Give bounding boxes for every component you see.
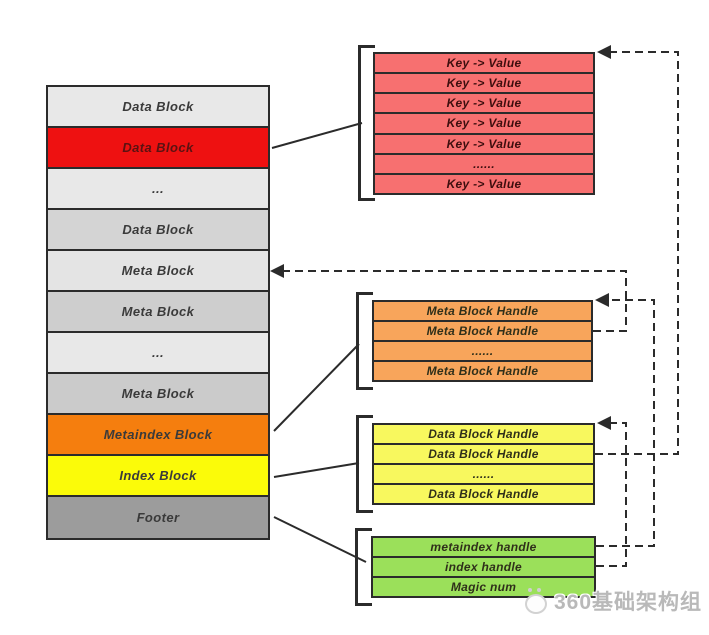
index-handle-row: index handle [373, 558, 594, 578]
watermark-logo-icon [522, 586, 550, 616]
bracket-footer-detail [355, 528, 372, 606]
meta-handle-row: Meta Block Handle [426, 364, 539, 378]
kv-row: Key -> Value [375, 54, 593, 75]
left-block-data-block-highlight: Data Block [48, 128, 268, 169]
arrowhead-to-datahandle-group-icon [597, 416, 611, 430]
dashed-datahandle-to-kv-group [595, 51, 679, 455]
meta-handle-row: Meta Block Handle [374, 322, 591, 342]
kv-row: Key -> Value [375, 94, 593, 115]
arrowhead-to-kv-group-icon [597, 45, 611, 59]
kv-row: Key -> Value [375, 114, 593, 135]
bracket-index-detail [356, 415, 373, 513]
left-block-meta-block-1: Meta Block [48, 251, 268, 292]
left-block-footer: Footer [48, 497, 268, 538]
metaindex-detail-group: Meta Block Handle Meta Block Handle ....… [372, 300, 593, 382]
dashed-indexhandle-to-datahandle-group [596, 422, 627, 567]
watermark-logo-face [525, 594, 547, 614]
watermark-logo-dot [537, 588, 541, 592]
data-handle-row: Data Block Handle [374, 425, 593, 445]
sstable-file-layout: Data Block Data Block ... Data Block Met… [46, 85, 270, 540]
left-block-data-block-2: Data Block [48, 210, 268, 251]
left-block-meta-block-2: Meta Block [48, 292, 268, 333]
data-block-detail-group: Key -> Value Key -> Value Key -> Value K… [373, 52, 595, 195]
left-block-meta-block-3: Meta Block [48, 374, 268, 415]
meta-handle-row-ellipsis: ...... [374, 342, 591, 362]
left-block-ellipsis-1: ... [48, 169, 268, 210]
left-block-data-block-1: Data Block [48, 87, 268, 128]
data-handle-row: Data Block Handle [428, 487, 539, 501]
data-handle-row-ellipsis: ...... [374, 465, 593, 485]
data-handle-row: Data Block Handle [374, 445, 593, 465]
line-index-to-datahandle-group [273, 462, 360, 478]
kv-row: Key -> Value [375, 74, 593, 95]
left-block-ellipsis-2: ... [48, 333, 268, 374]
left-block-index: Index Block [48, 456, 268, 497]
line-red-datablock-to-kv-group [271, 122, 363, 149]
kv-row: Key -> Value [446, 176, 522, 191]
kv-row-ellipsis: ...... [375, 155, 593, 175]
watermark-text: 360基础架构组 [554, 591, 703, 614]
meta-handle-row: Meta Block Handle [374, 302, 591, 322]
kv-row: Key -> Value [375, 135, 593, 155]
line-metaindex-to-metahandle-group [273, 343, 360, 432]
bracket-metaindex-detail [356, 292, 373, 390]
watermark-logo-dot [528, 588, 532, 592]
footer-detail-group: metaindex handle index handle Magic num [371, 536, 596, 598]
metaindex-handle-row: metaindex handle [373, 538, 594, 558]
left-block-metaindex: Metaindex Block [48, 415, 268, 456]
arrowhead-to-metahandle-group-icon [595, 293, 609, 307]
line-footer-to-handle-group [273, 516, 367, 563]
watermark: 360基础架构组 [522, 586, 702, 616]
magic-num-row: Magic num [450, 580, 517, 594]
index-detail-group: Data Block Handle Data Block Handle ....… [372, 423, 595, 505]
dashed-metaindexhandle-to-metahandle-group [596, 299, 655, 547]
arrowhead-to-metablock-icon [270, 264, 284, 278]
